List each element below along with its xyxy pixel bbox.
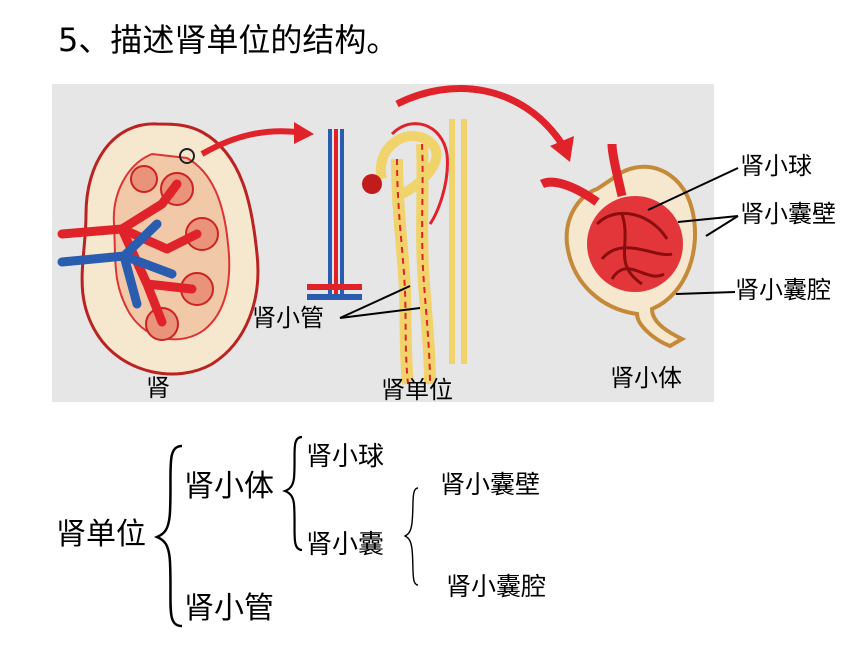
nephron-drawing [307,85,574,385]
kidney-drawing [57,122,314,376]
glomerulus-callout: 肾小球 [740,152,812,180]
nephron-illustration-panel [52,84,714,402]
tree-capsule-cavity: 肾小囊腔 [446,572,547,601]
renal-corpuscle-label: 肾小体 [610,364,682,392]
tree-glomerulus: 肾小球 [306,442,385,472]
capsule-wall-callout: 肾小囊壁 [740,200,836,228]
tubule-callout: 肾小管 [252,304,324,332]
tree-capsule-wall: 肾小囊壁 [440,470,541,499]
tree-root-nephron: 肾单位 [56,517,146,552]
renal-corpuscle-drawing [539,143,697,349]
page-title: 5、描述肾单位的结构。 [58,21,399,59]
tree-tubule: 肾小管 [184,591,274,626]
capsule-cavity-callout: 肾小囊腔 [735,276,831,304]
nephron-label: 肾单位 [381,376,453,404]
kidney-label: 肾 [146,374,170,402]
tree-renal-corpuscle: 肾小体 [184,469,274,504]
tree-capsule: 肾小囊 [306,530,385,560]
nephron-illustration [57,85,697,385]
